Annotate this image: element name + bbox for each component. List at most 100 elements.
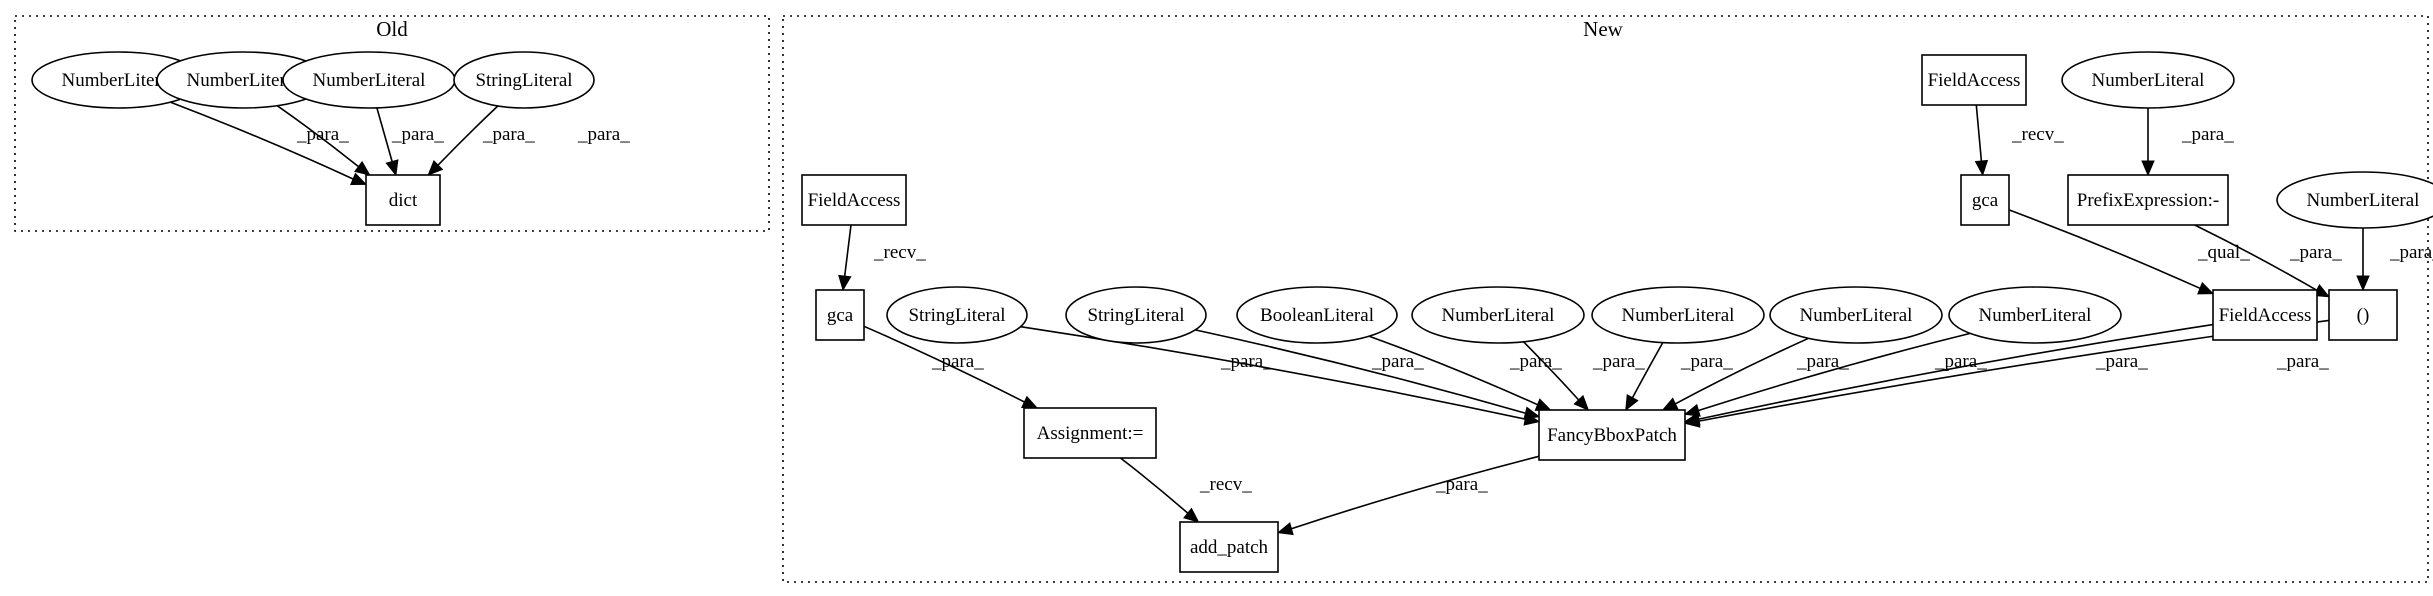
node-n_addpatch: add_patch [1179,521,1279,573]
arrowhead-icon [1683,403,1701,417]
arrowhead-icon [1534,398,1552,411]
arrowhead-icon [2197,281,2215,295]
edge-label: _para_ [1796,351,1849,372]
node-box [2212,289,2318,341]
edge-line [2008,209,2201,290]
edge-label: _para_ [2289,242,2342,263]
edge-line [2194,224,2318,291]
edge-label: _recv_ [2011,124,2064,145]
arrowhead-icon [1683,414,1701,428]
edge-o_str-to-o_dict: _para_ [427,105,630,176]
cluster-new-label: New [1583,17,1623,41]
node-ellipse [1948,286,2122,344]
node-ellipse [2061,51,2235,109]
node-label: NumberLiteral [1622,305,1735,326]
node-label: FieldAccess [1928,70,2021,91]
arrowhead-icon [1021,395,1039,409]
edge-line [1291,455,1540,530]
node-box [1921,54,2027,106]
edge-o_num2-to-o_dict: _para_ [276,105,444,176]
node-n_fa3: FieldAccess [2212,289,2318,341]
arrowhead-icon [1974,159,1989,177]
arrowhead-icon [1661,397,1679,411]
node-ellipse [1769,286,1943,344]
node-label: StringLiteral [908,305,1005,326]
edge-n_str2-to-n_fancy: _para_ [1195,329,1541,420]
node-label: NumberLiteral [187,70,300,91]
node-n_num2: NumberLiteral [1591,286,1765,344]
node-ellipse [1591,286,1765,344]
edge-line [276,105,359,168]
node-ellipse [453,51,595,109]
edge-label: _para_ [2389,242,2433,263]
node-box [815,289,865,341]
node-box [1538,409,1686,461]
node-label: dict [389,190,418,211]
arrowhead-icon [1276,522,1294,536]
node-o_num3: NumberLiteral [282,51,456,109]
edge-label: _para_ [2095,351,2148,372]
node-o_dict: dict [365,174,441,226]
node-box [1023,407,1157,459]
edge-label: _para_ [1680,351,1733,372]
edge-label: _para_ [1592,351,1645,372]
node-ellipse [1236,286,1398,344]
node-n_assign: Assignment:= [1023,407,1157,459]
node-n_fancy: FancyBboxPatch [1538,409,1686,461]
arrowhead-icon [1523,406,1541,420]
cluster-old-label: Old [376,17,408,41]
node-ellipse [1065,286,1207,344]
node-label: NumberLiteral [2307,190,2420,211]
node-box [2067,174,2229,226]
node-n_numtop: NumberLiteral [2061,51,2235,109]
edge-label: _recv_ [1199,474,1252,495]
node-label: gca [827,305,854,326]
edge-label: _para_ [482,124,535,145]
edge-n_bool-to-n_fancy: _para_ [1368,335,1562,411]
edge-n_prefix-to-n_tuple: _para_ [2194,224,2342,298]
edge-line [1522,341,1580,401]
node-n_gca1: gca [815,289,865,341]
edge-line [437,105,499,166]
edge-n_num2-to-n_fancy: _para_ [1625,342,1733,412]
edge-label: _para_ [1934,351,1987,372]
edge-line [1675,337,1809,405]
edge-label: _para_ [1220,351,1273,372]
node-label: () [2357,305,2370,326]
edge-label: _para_ [296,124,349,145]
edge-o_num1-to-o_dict: _para_ [170,101,368,186]
edge-label: _para_ [1371,351,1424,372]
node-ellipse [2276,171,2433,229]
arrowhead-icon [1573,394,1590,411]
edge-n_numtop-to-n_prefix: _para_ [2141,108,2234,177]
node-label: PrefixExpression:- [2077,190,2219,211]
edge-label: _recv_ [873,242,926,263]
arrowhead-icon [427,160,444,176]
edge-line [1631,342,1664,399]
node-n_fa1: FieldAccess [801,174,907,226]
node-label: BooleanLiteral [1260,305,1374,326]
node-label: FancyBboxPatch [1547,425,1677,446]
edge-n_assign-to-n_addpatch: _recv_ [1120,457,1252,523]
node-label: FieldAccess [808,190,901,211]
node-label: NumberLiteral [62,70,175,91]
edge-label: _para_ [2276,351,2329,372]
node-ellipse [1411,286,1585,344]
edge-label: _para_ [577,124,630,145]
clusters-layer: Old New [14,15,2429,583]
edge-line [1368,335,1538,406]
edge-n_fa3-to-n_fancy: _para_ [1683,323,2214,426]
node-box [2328,289,2398,341]
cluster-new [782,15,2429,583]
node-ellipse [886,286,1028,344]
node-label: Assignment:= [1037,423,1144,444]
node-label: NumberLiteral [1800,305,1913,326]
node-label: add_patch [1190,537,1269,558]
arrowhead-icon [1625,393,1639,412]
node-n_str2: StringLiteral [1065,286,1207,344]
node-n_num4: NumberLiteral [1948,286,2122,344]
edge-n_fancy-to-n_addpatch: _para_ [1276,455,1540,536]
edge-n_num1-to-n_fancy: _para_ [1522,341,1645,411]
arrowhead-icon [354,160,371,176]
